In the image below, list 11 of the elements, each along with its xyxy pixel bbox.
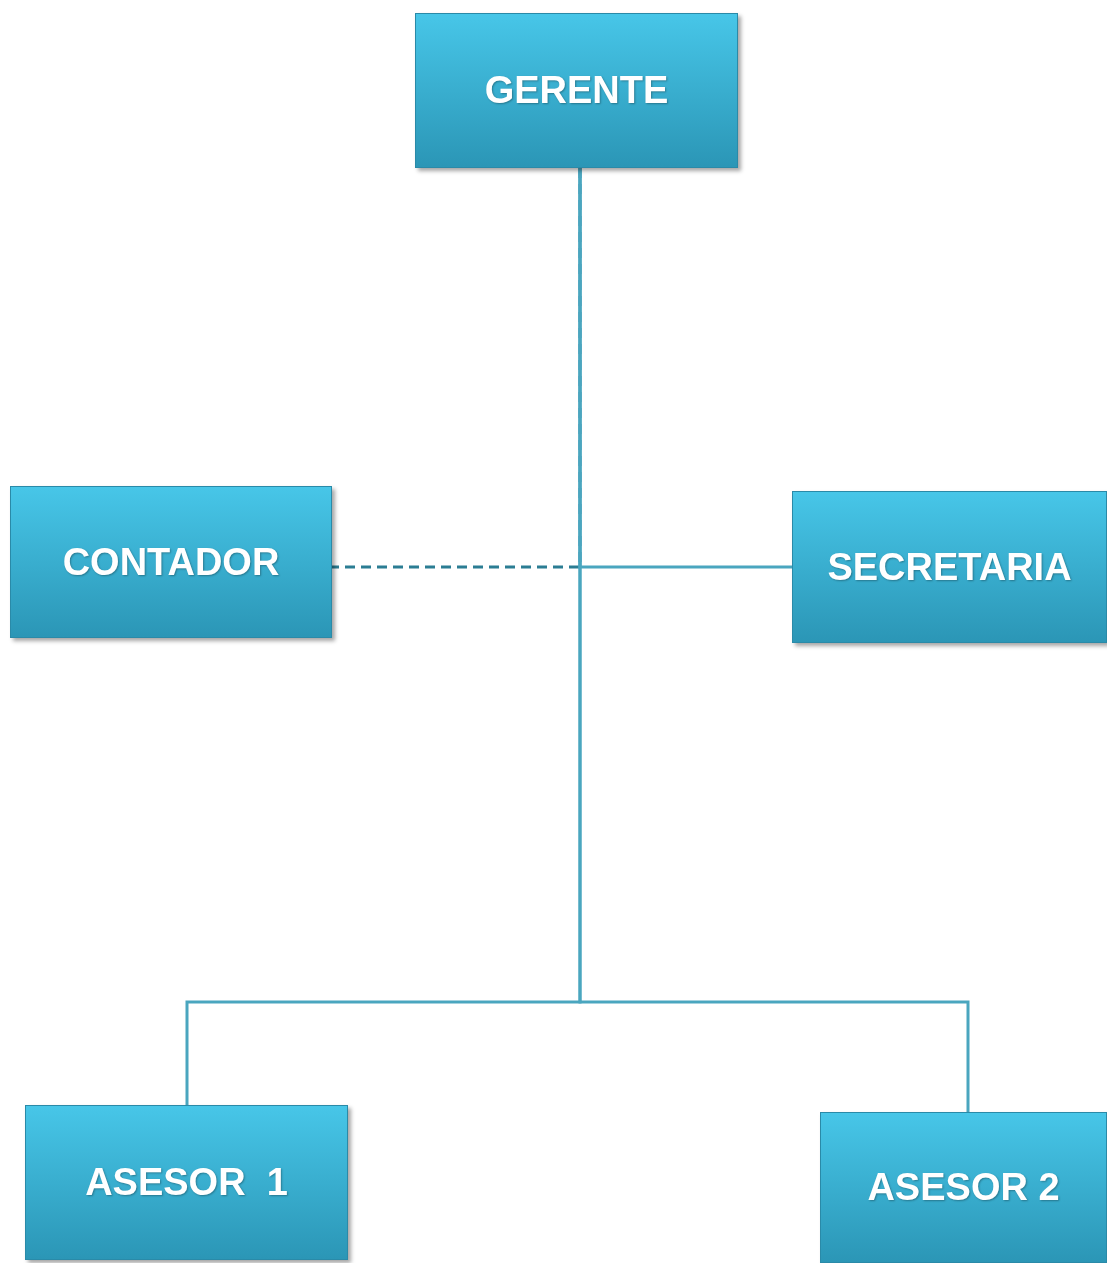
connector-line bbox=[578, 168, 970, 1112]
position-title: SECRETARIA bbox=[827, 545, 1072, 589]
position-title: ASESOR 2 bbox=[867, 1166, 1060, 1209]
org-chart-box bbox=[25, 1105, 348, 1260]
position-title: CONTADOR bbox=[62, 540, 280, 584]
org-chart-box bbox=[820, 1112, 1107, 1263]
org-chart-box bbox=[10, 486, 332, 638]
position-title: ASESOR 1 bbox=[85, 1161, 288, 1204]
org-chart-box bbox=[792, 491, 1107, 643]
org-chart-box bbox=[415, 13, 738, 168]
position-title: GERENTE bbox=[484, 69, 669, 112]
